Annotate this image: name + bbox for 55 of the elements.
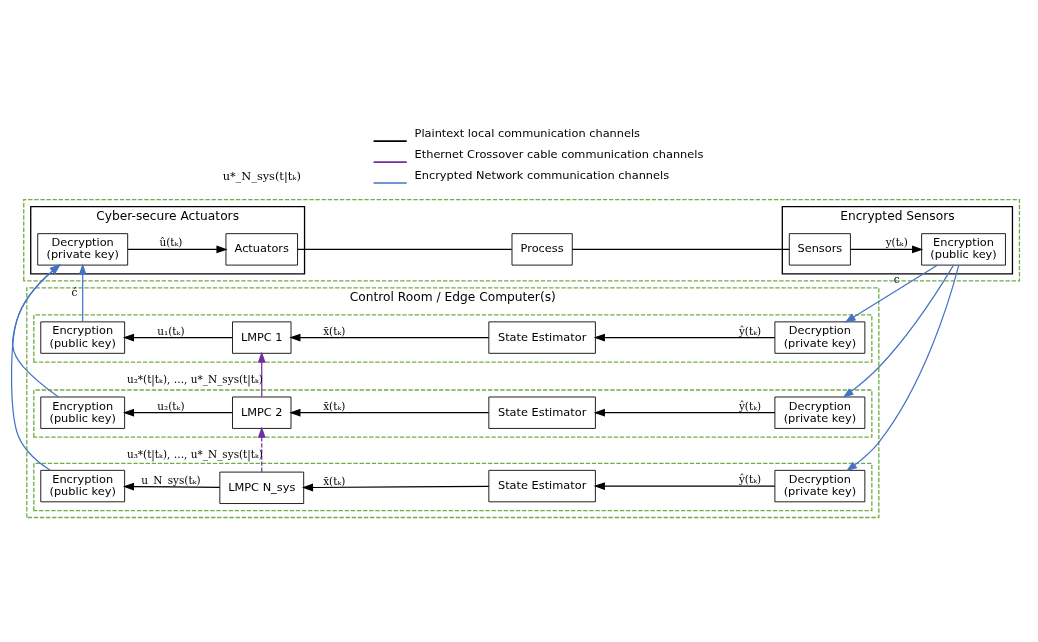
node-box: State Estimator — [488, 469, 596, 503]
arrow — [127, 245, 228, 254]
arrow — [593, 408, 776, 417]
arrow — [593, 333, 776, 342]
node-box: LMPC N_sys — [219, 471, 305, 504]
arrow — [842, 264, 954, 398]
legend-label: Ethernet Crossover cable communication channels — [414, 147, 704, 162]
arrow — [289, 333, 490, 342]
node-box: LMPC 1 — [232, 321, 292, 354]
node-box: State Estimator — [488, 396, 596, 429]
arrow — [844, 264, 938, 323]
arrow — [78, 263, 87, 323]
arrow — [257, 351, 266, 398]
node-box: State Estimator — [488, 321, 596, 354]
edge-label: x̄(tₖ) — [323, 324, 346, 337]
node-box: Encryption (public key) — [40, 321, 126, 354]
node-box: LMPC 2 — [232, 396, 292, 429]
arrow — [10, 264, 61, 471]
edge-label: c — [893, 273, 900, 286]
node-box: Encryption (public key) — [921, 233, 1006, 266]
edge-label: ŷ(tₖ) — [738, 324, 762, 337]
edge-label: ć — [71, 286, 78, 299]
edge-label: x̄(tₖ) — [323, 474, 346, 487]
node-box: Sensors — [788, 233, 851, 266]
node-box: Encryption (public key) — [40, 396, 126, 429]
node-box: Decryption (private key) — [37, 233, 129, 266]
arrow — [593, 482, 776, 490]
arrow — [845, 264, 960, 472]
connector — [571, 248, 790, 250]
node-box: Actuators — [225, 233, 298, 266]
legend-label: Plaintext local communication channels — [414, 126, 641, 141]
arrow — [849, 245, 924, 254]
arrow — [11, 264, 61, 398]
edge-label: ŷ(tₖ) — [738, 473, 762, 486]
node-box: Decryption (private key) — [774, 321, 866, 354]
edge-label: u₁(tₖ) — [157, 324, 185, 337]
node-box: Decryption (private key) — [774, 396, 866, 429]
connector — [297, 248, 513, 250]
edge-label: u₃*(t|tₖ), …, u*_N_sys(t|tₖ) — [126, 448, 263, 461]
legend-label: Encrypted Network communication channels — [414, 167, 670, 182]
node-box: Process — [511, 233, 573, 266]
label: u*_N_sys(t|tₖ) — [222, 168, 301, 183]
node-box: Encryption (public key) — [40, 469, 126, 503]
arrow — [289, 408, 490, 417]
arrow — [257, 426, 266, 473]
edge-label: ŷ(tₖ) — [738, 399, 762, 412]
arrow — [301, 483, 490, 492]
edge-label: u₂(tₖ) — [157, 399, 185, 412]
edge-label: x̄(tₖ) — [323, 399, 346, 412]
cluster — [23, 198, 1021, 282]
edge-label: y(tₖ) — [885, 236, 908, 249]
arrow — [122, 408, 234, 417]
arrow — [122, 333, 234, 342]
node-box: Decryption (private key) — [774, 469, 866, 503]
edge-label: û(tₖ) — [159, 236, 183, 249]
